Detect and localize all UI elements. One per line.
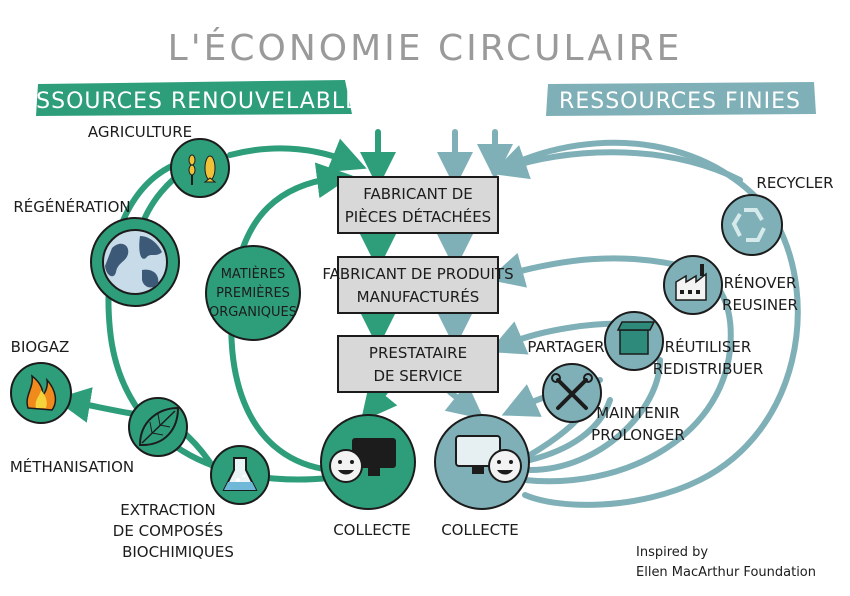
biogaz-node [10, 362, 72, 424]
collecte-left-node [320, 414, 416, 510]
matieres-label-3: ORGANIQUES [209, 305, 297, 320]
renover-label-2: REUSINER [722, 296, 798, 314]
extraction-label-3: BIOCHIMIQUES [122, 543, 234, 561]
extraction-label-1: EXTRACTION [120, 501, 216, 519]
collecte-right-label: COLLECTE [441, 521, 519, 539]
credit-line-1: Inspired by [636, 545, 708, 560]
box-fabricant-pieces-line1: FABRICANT DE [363, 185, 473, 203]
reutiliser-node [604, 311, 664, 371]
credit-line-2: Ellen MacArthur Foundation [636, 565, 816, 580]
methanisation-label: MÉTHANISATION [10, 457, 134, 476]
smiley-icon [488, 449, 522, 483]
box-fabricant-pieces-line2: PIÈCES DÉTACHÉES [345, 207, 491, 226]
tools-icon [551, 373, 593, 410]
matieres-label-1: MATIÈRES [221, 266, 286, 282]
box-fabricant-produits-line1: FABRICANT DE PRODUITS [322, 265, 513, 283]
maintenir-label-2: PROLONGER [591, 426, 685, 444]
fire-icon [26, 374, 57, 411]
band-finies-label: RESSOURCES FINIES [559, 89, 801, 114]
box-prestataire: PRESTATAIRE DE SERVICE [337, 335, 499, 393]
methanisation-node [128, 397, 188, 457]
partager-label: PARTAGER [527, 338, 604, 356]
factory-icon [675, 264, 707, 301]
maintenir-label-1: MAINTENIR [596, 404, 680, 422]
box-icon [616, 321, 656, 355]
box-fabricant-produits-line2: MANUFACTURÉS [357, 287, 480, 306]
flask-icon [222, 457, 258, 491]
biogaz-label: BIOGAZ [11, 338, 70, 356]
maintenir-node [542, 363, 602, 423]
renover-label-1: RÉNOVER [724, 273, 797, 292]
agriculture-label: AGRICULTURE [88, 123, 192, 141]
matieres-node: MATIÈRES PREMIÈRES ORGANIQUES [205, 245, 301, 341]
box-fabricant-produits: FABRICANT DE PRODUITS MANUFACTURÉS [322, 256, 514, 314]
box-prestataire-line2: DE SERVICE [373, 367, 462, 385]
recycler-node [721, 194, 783, 256]
smiley-icon [329, 449, 363, 483]
recycle-icon [731, 208, 766, 242]
band-renouvelables-label: RESSOURCES RENOUVELABLES [5, 89, 375, 114]
collecte-left-label: COLLECTE [333, 521, 411, 539]
regeneration-node [90, 217, 180, 307]
extraction-node [210, 445, 270, 505]
leaf-icon [138, 406, 180, 447]
agriculture-node [170, 138, 230, 198]
regeneration-label: RÉGÉNÉRATION [13, 197, 130, 216]
page-title: L'ÉCONOMIE CIRCULAIRE [168, 27, 683, 69]
band-finies: RESSOURCES FINIES [546, 82, 816, 116]
renover-node [663, 255, 723, 315]
box-fabricant-pieces: FABRICANT DE PIÈCES DÉTACHÉES [337, 176, 499, 234]
reutiliser-label-1: RÉUTILISER [665, 337, 752, 356]
matieres-label-2: PREMIÈRES [216, 285, 290, 301]
box-prestataire-line1: PRESTATAIRE [369, 344, 467, 362]
reutiliser-label-2: REDISTRIBUER [653, 360, 764, 378]
recycler-label: RECYCLER [756, 174, 833, 192]
globe-icon [102, 229, 168, 295]
wheat-fish-icon [188, 154, 217, 185]
monitor-icon [352, 438, 396, 476]
band-renouvelables: RESSOURCES RENOUVELABLES [5, 80, 375, 116]
extraction-label-2: DE COMPOSÉS [113, 521, 223, 540]
collecte-right-node [434, 414, 530, 510]
